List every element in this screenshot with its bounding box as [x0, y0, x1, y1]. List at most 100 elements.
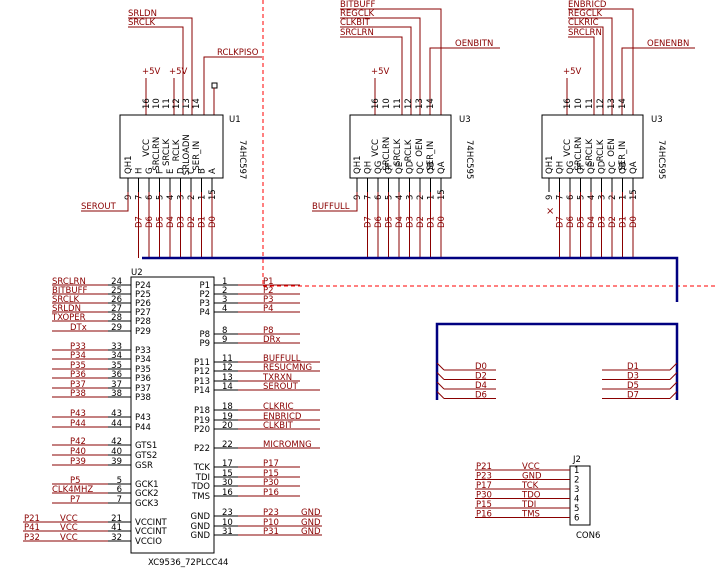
- pin-number: 10: [152, 98, 162, 109]
- net-label: P3: [263, 295, 274, 305]
- net-label-oenenbn: OENENBN: [647, 39, 689, 49]
- pin-name: GSR: [135, 461, 153, 471]
- net-label: TCK: [521, 481, 539, 491]
- pin-number: 11: [585, 98, 595, 109]
- data-bit-label: D2: [608, 216, 618, 228]
- pin-number: 2: [574, 476, 579, 486]
- pin-name: QH1: [545, 156, 555, 175]
- pin-number: 36: [111, 370, 122, 380]
- data-bit-label: D2: [187, 216, 197, 228]
- u3a-bottom-pins: QH19QH7D7QG6D6QF5D5QE4D4QD3D3QC2D2QB1D1Q…: [353, 156, 447, 258]
- net-label-srclrn: SRCLRN: [568, 28, 602, 38]
- pin-number: 5: [385, 195, 395, 200]
- j2-part: CON6: [576, 531, 600, 541]
- pin-name: P22: [194, 444, 210, 454]
- pin-number: 42: [111, 437, 122, 447]
- power-5v: +5V: [169, 67, 188, 77]
- u2-ref: U2: [131, 268, 143, 278]
- net-label-serout: SEROUT: [81, 202, 117, 212]
- pin-number: 5: [577, 195, 587, 200]
- pin-number: 15: [629, 189, 639, 200]
- data-bit-label: D2: [416, 216, 426, 228]
- bus-bit-label: D1: [627, 362, 639, 372]
- pin-name: GND: [191, 512, 211, 522]
- pin-number: 3: [574, 485, 579, 495]
- pin-number: 7: [135, 195, 145, 200]
- pin-number: 28: [111, 313, 122, 323]
- pin-number: 25: [111, 286, 122, 296]
- pin-number: 3: [177, 195, 187, 200]
- pin-number: 7: [117, 495, 122, 505]
- pin-name: P14: [194, 386, 210, 396]
- net-label: SRLDN: [52, 304, 81, 314]
- net-label-regclk: REGCLK: [568, 9, 603, 19]
- u2-part: XC9536_72PLCC44: [148, 558, 228, 568]
- net-label: DTx: [70, 323, 87, 333]
- wire-serout: [81, 192, 129, 212]
- u3-shift-register-b: ENBRICD REGCLK CLKRIC SRCLRN OENENBN +5V…: [541, 0, 695, 258]
- net-label: P4: [263, 304, 274, 314]
- pin-name: GND: [191, 531, 211, 541]
- net-label-regclk: REGCLK: [340, 9, 375, 19]
- pin-name: QB: [427, 161, 437, 174]
- pin-number: 9: [545, 195, 555, 200]
- pin-name: QA: [629, 161, 639, 174]
- pin-name: QH1: [124, 156, 134, 175]
- net-label: P36: [70, 370, 86, 380]
- net-label: TDO: [521, 491, 541, 501]
- net-label: GND: [522, 472, 542, 482]
- pin-number: 4: [166, 195, 176, 200]
- pin-name: P28: [135, 317, 151, 327]
- bus-bit-label: D4: [475, 381, 487, 391]
- pin-number: 11: [222, 354, 233, 364]
- data-bit-label: D6: [374, 216, 384, 228]
- pin-name: QF: [385, 162, 395, 174]
- data-bit-label: D7: [556, 216, 566, 228]
- pin-name: QE: [395, 162, 405, 174]
- net-label: P43: [70, 409, 86, 419]
- pin-number: 5: [574, 504, 579, 514]
- pin-number: 3: [598, 195, 608, 200]
- u3b-part: 74HC595: [656, 140, 666, 179]
- pin-name: P12: [194, 367, 210, 377]
- pin-name: QH: [364, 161, 374, 174]
- pin-number: 6: [374, 195, 384, 200]
- net-label: P15: [263, 469, 279, 479]
- data-bit-label: D3: [406, 216, 416, 228]
- u1-shift-register: SRLDN SRCLK RCLKPISO +5V +5V U1 74HC597 …: [81, 9, 262, 258]
- pin-name: P43: [135, 413, 151, 423]
- pin-name: P29: [135, 327, 151, 337]
- bus-bit-label: D7: [627, 391, 639, 401]
- pin-name: C: [187, 168, 197, 174]
- net-label: P35: [70, 361, 86, 371]
- net-label: P44: [70, 419, 86, 429]
- net-label: VCC: [522, 462, 540, 472]
- pin-number: 10: [382, 98, 392, 109]
- pin-number: 39: [111, 457, 122, 467]
- pin-number: 2: [222, 286, 227, 296]
- pin-name: SER_IN: [192, 141, 202, 171]
- net-label-gnd: GND: [301, 527, 321, 537]
- pin-number: 16: [563, 98, 573, 109]
- net-label: CLKRIC: [263, 402, 294, 412]
- data-bit-label: D4: [587, 216, 597, 228]
- u3b-body: [541, 114, 644, 179]
- pin-number: 43: [111, 409, 122, 419]
- pin-name: P2: [199, 290, 210, 300]
- data-bit-label: D3: [598, 216, 608, 228]
- pin-number: 7: [364, 195, 374, 200]
- pin-name: SRCLK: [585, 138, 595, 166]
- net-label: SRCLK: [52, 295, 80, 305]
- data-bit-label: D6: [566, 216, 576, 228]
- pin-number: 35: [111, 361, 122, 371]
- net-label: CLKBIT: [263, 421, 294, 431]
- pin-number: 22: [222, 440, 233, 450]
- pin-name: SRCLK: [393, 138, 403, 166]
- pin-number: 4: [574, 495, 579, 505]
- pin-name: P20: [194, 425, 210, 435]
